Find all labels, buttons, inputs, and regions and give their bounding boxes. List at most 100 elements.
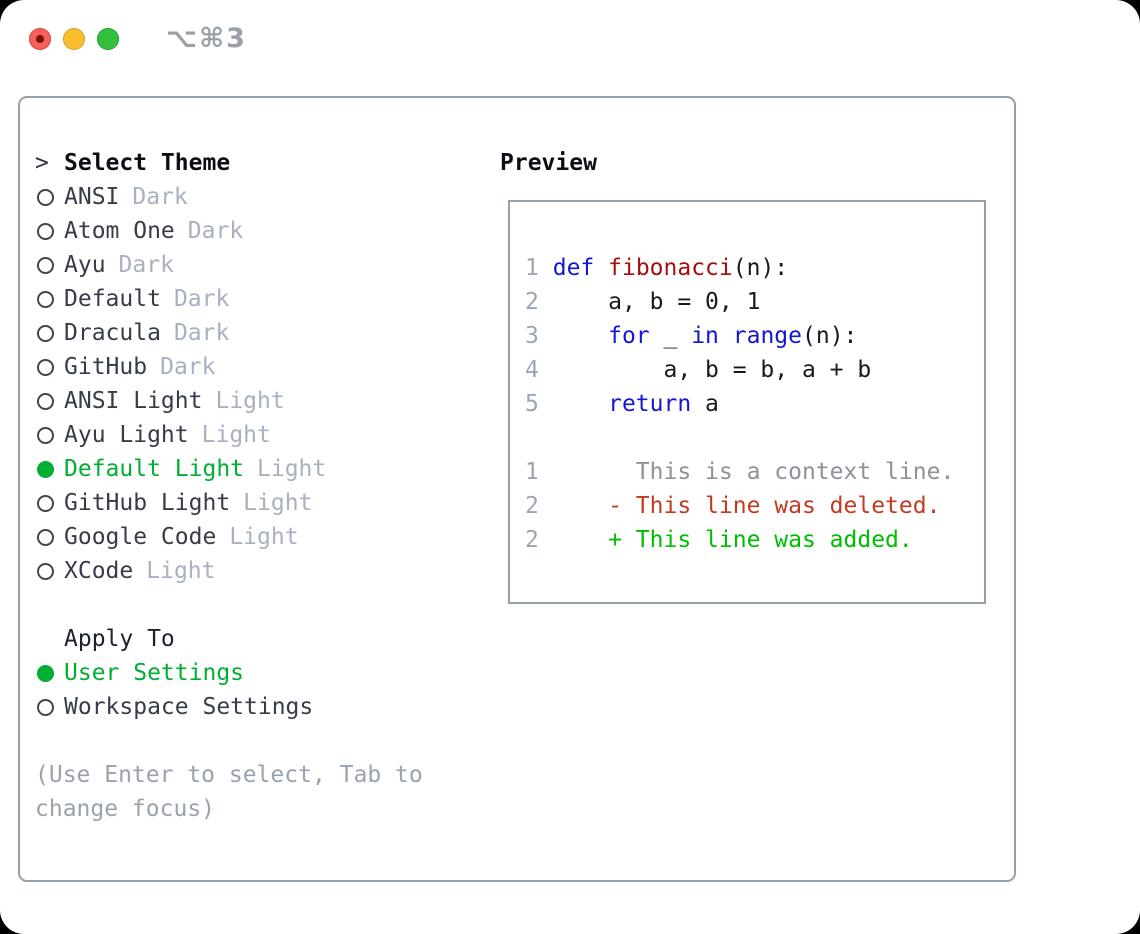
option-label: ANSI — [64, 184, 120, 210]
code-token — [719, 323, 733, 349]
line-number: 2 — [525, 493, 539, 519]
close-button[interactable] — [29, 28, 51, 50]
option-label: ANSI Light — [64, 388, 203, 414]
spacer — [35, 588, 485, 622]
radio-column — [35, 188, 64, 206]
radio-column — [35, 290, 64, 308]
radio-column — [35, 222, 64, 240]
code-line — [525, 421, 984, 455]
option-variant-tag: Light — [201, 422, 271, 448]
radio-column — [35, 562, 64, 580]
radio-unselected-icon — [37, 324, 54, 342]
option-variant-tag: Light — [243, 490, 313, 516]
code-token — [594, 255, 608, 281]
code-token: return — [608, 391, 692, 417]
code-token: - This line was deleted. — [552, 493, 941, 519]
option-variant-tag: Dark — [187, 218, 244, 244]
code-token — [553, 323, 608, 349]
apply-to-option[interactable]: User Settings — [35, 656, 485, 690]
theme-option[interactable]: Ayu Light Light — [35, 418, 485, 452]
theme-option[interactable]: GitHub Dark — [35, 350, 485, 384]
radio-selected-icon — [37, 460, 54, 478]
option-label: User Settings — [64, 660, 245, 686]
radio-column — [35, 426, 64, 444]
apply-to-title: Apply To — [64, 626, 175, 652]
apply-to-option[interactable]: Workspace Settings — [35, 690, 485, 724]
radio-unselected-icon — [37, 188, 54, 206]
radio-column — [35, 256, 64, 274]
option-variant-tag: Dark — [160, 354, 216, 380]
option-label: Ayu Light — [64, 422, 189, 448]
close-dot-icon — [36, 35, 44, 43]
option-variant-tag: Dark — [173, 286, 230, 312]
code-line: 1 This is a context line. — [525, 455, 984, 489]
minimize-button[interactable] — [63, 28, 85, 50]
apply-to-header-row: Apply To — [35, 622, 485, 656]
option-variant-tag: Light — [229, 524, 299, 550]
theme-option[interactable]: ANSI Dark — [35, 180, 485, 214]
code-token: (n): — [802, 323, 858, 349]
radio-column — [35, 324, 64, 342]
radio-unselected-icon — [37, 528, 54, 546]
zoom-button[interactable] — [97, 28, 119, 50]
cursor-prefix: > — [35, 150, 49, 176]
code-line: 4 a, b = b, a + b — [525, 353, 984, 387]
code-line: 3 for _ in range(n): — [525, 319, 984, 353]
titlebar — [29, 28, 119, 50]
spacer — [35, 724, 485, 758]
theme-option[interactable]: GitHub Light Light — [35, 486, 485, 520]
radio-column — [35, 460, 64, 478]
code-token: in — [691, 323, 719, 349]
line-number: 3 — [525, 323, 539, 349]
option-label: Dracula — [64, 320, 161, 346]
option-label: Google Code — [64, 524, 217, 550]
line-number: 2 — [525, 289, 539, 315]
radio-column — [35, 664, 64, 682]
option-label: GitHub — [64, 354, 148, 380]
code-token: a, b = 0, 1 — [552, 289, 761, 315]
code-token: (n): — [732, 255, 789, 281]
option-variant-tag: Dark — [132, 184, 188, 210]
radio-column — [35, 358, 64, 376]
option-label: Atom One — [64, 218, 175, 244]
option-label: GitHub Light — [64, 490, 231, 516]
code-line: 2 - This line was deleted. — [525, 489, 984, 523]
window-shortcut-title: ⌥⌘3 — [166, 23, 247, 54]
code-token: range — [732, 323, 803, 349]
cursor-column: > — [35, 146, 64, 180]
radio-unselected-icon — [37, 358, 54, 376]
radio-column — [35, 528, 64, 546]
radio-unselected-icon — [37, 494, 54, 512]
code-line: 5 return a — [525, 387, 984, 421]
line-number: 1 — [525, 459, 539, 485]
radio-unselected-icon — [37, 426, 54, 444]
code-line: 1 def fibonacci(n): — [525, 251, 984, 285]
radio-unselected-icon — [37, 698, 54, 716]
hint-line: change focus) — [35, 796, 216, 822]
radio-column — [35, 392, 64, 410]
theme-option[interactable]: Atom One Dark — [35, 214, 485, 248]
select-theme-title: Select Theme — [64, 150, 231, 176]
radio-selected-icon — [37, 664, 54, 682]
preview-title: Preview — [500, 150, 597, 176]
code-token: a — [691, 391, 719, 417]
option-label: Workspace Settings — [64, 694, 314, 720]
option-label: Default Light — [64, 456, 245, 482]
code-line: 2 a, b = 0, 1 — [525, 285, 984, 319]
line-number: 2 — [525, 527, 539, 553]
code-token: This is a context line. — [552, 459, 955, 485]
theme-option[interactable]: Google Code Light — [35, 520, 485, 554]
code-token: _ — [649, 323, 692, 349]
